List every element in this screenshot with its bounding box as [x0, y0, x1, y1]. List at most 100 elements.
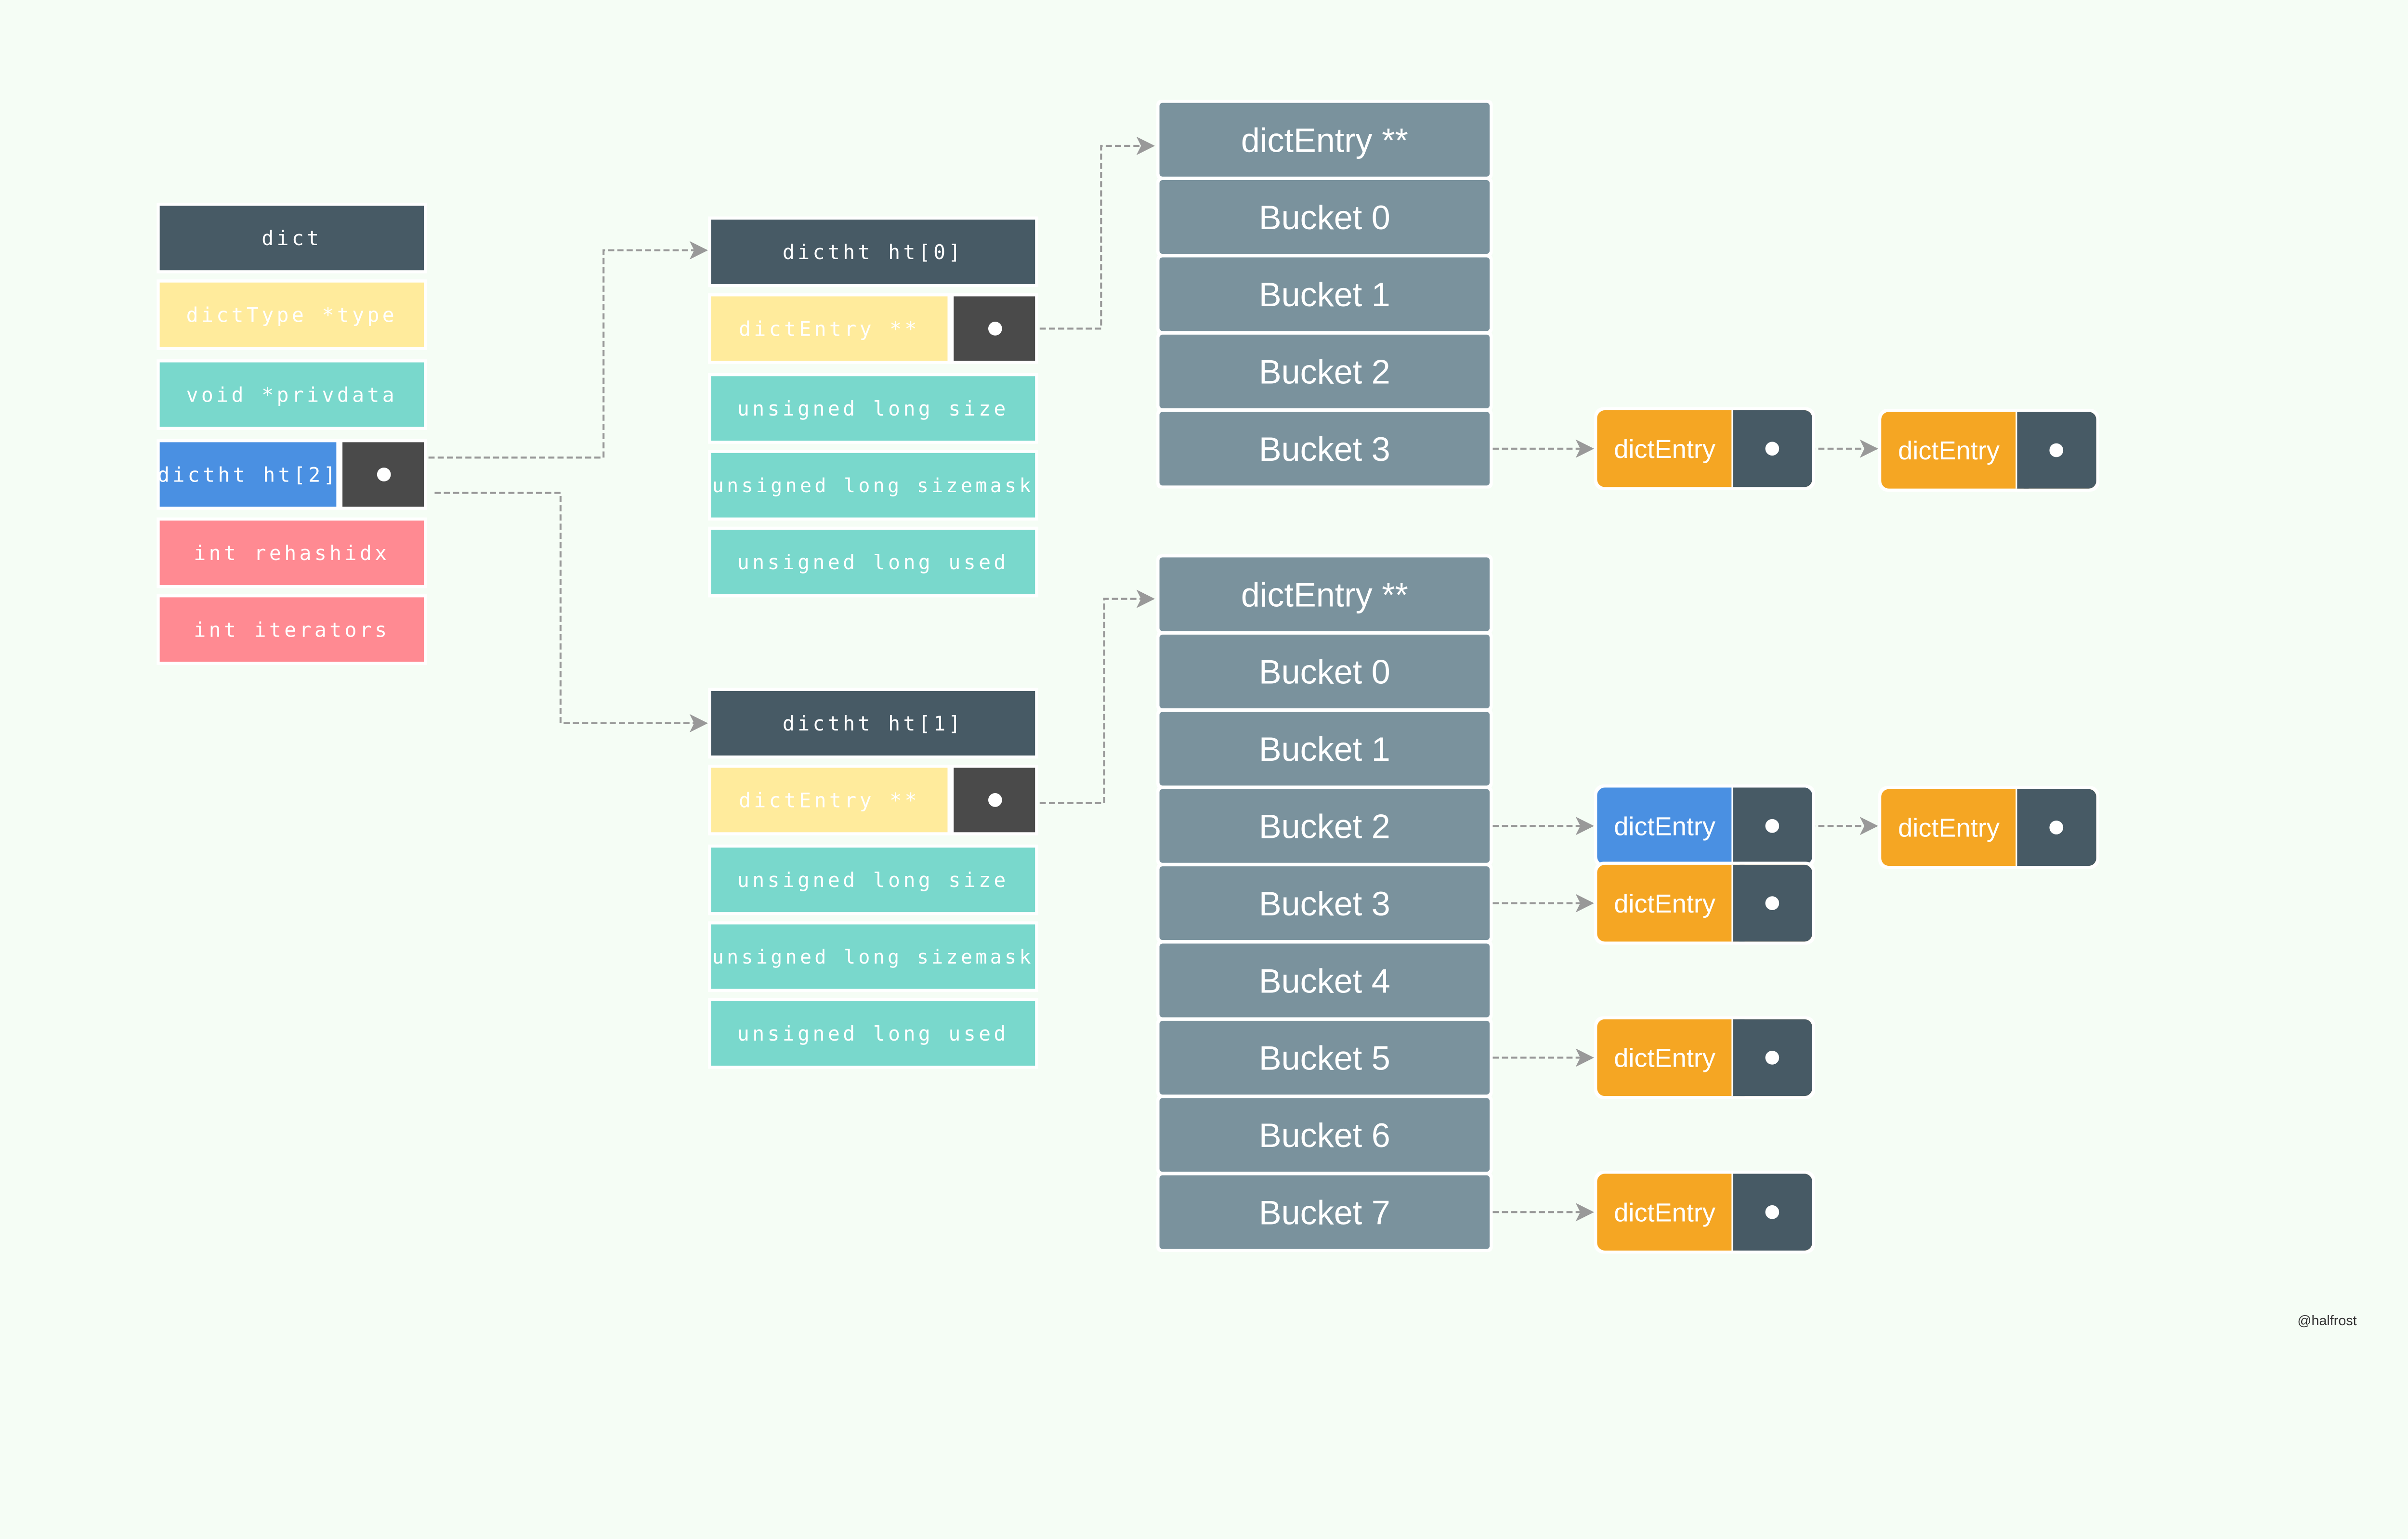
dictht-field: unsigned long sizemask	[708, 921, 1038, 992]
dict-field-fill	[159, 597, 424, 662]
pointer-dot-icon	[1765, 819, 1780, 833]
pointer-dot-icon	[1765, 442, 1780, 456]
pointer-dot-icon	[1765, 1205, 1780, 1219]
dict-entry-divider	[2016, 789, 2029, 866]
dict-field-fill	[159, 362, 424, 427]
dict-field-fill	[159, 282, 424, 347]
dictht-field: unsigned long size	[708, 373, 1038, 444]
bucket-label: Bucket 3	[1259, 430, 1390, 468]
bucket-fill	[1159, 180, 1490, 254]
pointer-arrow	[1039, 136, 1155, 330]
dict-entry-divider	[1732, 864, 1745, 942]
bucket-label: Bucket 1	[1259, 275, 1390, 313]
watermark: @halfrost	[2297, 1313, 2356, 1329]
dict-field-label: dictType *type	[186, 304, 398, 327]
dictht-header: dictht ht[0]	[708, 216, 1038, 287]
dict-field: int iterators	[157, 594, 427, 665]
dict-entry-divider	[2016, 412, 2029, 489]
dict-entry-label: dictEntry	[1614, 889, 1715, 918]
dictht-field-fill	[711, 530, 1035, 595]
dict-header-label: dict	[262, 227, 322, 250]
bucket-fill	[1159, 257, 1490, 331]
dict-entry-divider	[1732, 787, 1745, 864]
dictht-field: unsigned long used	[708, 998, 1038, 1069]
dict-field-ht: dictht ht[2]	[157, 439, 340, 510]
dictht-field-fill	[711, 453, 1035, 518]
bucket-label: Bucket 2	[1259, 807, 1390, 845]
bucket-fill	[1159, 1098, 1490, 1172]
pointer-dot-icon	[988, 322, 1002, 336]
bucket-fill	[1159, 789, 1490, 863]
bucket-fill	[1159, 1020, 1490, 1095]
dict-field-ht-fill	[159, 442, 337, 507]
dictht-field-fill	[711, 1001, 1035, 1066]
dictht-field-label: unsigned long used	[737, 1022, 1009, 1045]
bucket-fill	[1159, 412, 1490, 486]
nodes: dict dictType *type void *privdata dictht h…	[157, 100, 2100, 1254]
bucket-fill	[1159, 943, 1490, 1017]
dict-entry: dictEntry	[1594, 1016, 1816, 1099]
bucket: Bucket 0	[1156, 631, 1493, 712]
bucket: Bucket 7	[1156, 1172, 1493, 1252]
dict-field-fill	[159, 520, 424, 585]
bucket-array-header-label: dictEntry **	[1241, 575, 1408, 613]
pointer-arrow	[1039, 589, 1155, 804]
dictht-field-label: unsigned long sizemask	[712, 475, 1034, 497]
bucket: Bucket 4	[1156, 940, 1493, 1020]
dict-field-ht-pointer	[339, 439, 427, 510]
bucket: Bucket 1	[1156, 254, 1493, 334]
pointer-dot-icon	[377, 467, 391, 482]
dict-entry-divider	[1732, 1019, 1745, 1096]
dict-entry-label: dictEntry	[1614, 812, 1715, 841]
bucket-label: Bucket 4	[1259, 962, 1390, 1000]
bucket-fill	[1159, 712, 1490, 786]
dictht-table-field-fill	[711, 296, 948, 361]
dict-entry: dictEntry	[1878, 408, 2100, 492]
bucket: Bucket 1	[1156, 708, 1493, 789]
dict-field: void *privdata	[157, 359, 427, 430]
dict-field-label: void *privdata	[186, 383, 398, 406]
bucket-label: Bucket 1	[1259, 730, 1390, 768]
bucket-array-header-label: dictEntry **	[1241, 121, 1408, 159]
bucket-label: Bucket 2	[1259, 353, 1390, 391]
pointer-dot-icon	[988, 793, 1002, 807]
bucket: Bucket 3	[1156, 863, 1493, 943]
bucket-array-header: dictEntry **	[1156, 100, 1493, 180]
bucket-array-header: dictEntry **	[1156, 554, 1493, 634]
dict-entry: dictEntry	[1878, 786, 2100, 869]
pointer-dot-icon	[2049, 443, 2064, 457]
bucket-label: Bucket 6	[1259, 1116, 1390, 1154]
dict-field-label: int iterators	[194, 618, 390, 641]
dictht-table-field-fill	[711, 768, 948, 833]
dict-field-ht-label: dictht ht[2]	[157, 463, 339, 486]
bucket-label: Bucket 3	[1259, 885, 1390, 923]
dictht-field-label: unsigned long size	[737, 397, 1009, 420]
dictht-table-field: dictEntry **	[708, 765, 951, 835]
dict-field: dictType *type	[157, 279, 427, 351]
dictht-header-label: dictht ht[0]	[783, 241, 964, 264]
bucket: Bucket 3	[1156, 408, 1493, 489]
dictht-field-label: unsigned long sizemask	[712, 946, 1034, 968]
dictht-header-label: dictht ht[1]	[783, 712, 964, 735]
dict-entry-divider	[1732, 1174, 1745, 1251]
bucket-label: Bucket 5	[1259, 1039, 1390, 1077]
bucket: Bucket 5	[1156, 1017, 1493, 1098]
pointer-arrows	[428, 136, 1878, 1222]
dictht-header-fill	[711, 691, 1035, 756]
dictht-field: unsigned long used	[708, 526, 1038, 598]
bucket: Bucket 2	[1156, 786, 1493, 866]
dictht-header: dictht ht[1]	[708, 688, 1038, 759]
bucket-label: Bucket 7	[1259, 1193, 1390, 1231]
dict-entry-label: dictEntry	[1898, 436, 2000, 465]
bucket-label: Bucket 0	[1259, 653, 1390, 691]
dict-structure-diagram: dict dictType *type void *privdata dictht h…	[157, 100, 2357, 1329]
dict-field-label: int rehashidx	[194, 542, 390, 565]
bucket-fill	[1159, 634, 1490, 708]
bucket-array-header-fill	[1159, 103, 1490, 177]
dict-entry-label: dictEntry	[1614, 1198, 1715, 1227]
bucket-fill	[1159, 334, 1490, 408]
dictht-field: unsigned long sizemask	[708, 450, 1038, 521]
dict-field: int rehashidx	[157, 517, 427, 588]
dict-entry: dictEntry	[1594, 861, 1816, 945]
pointer-dot-icon	[1765, 896, 1780, 910]
